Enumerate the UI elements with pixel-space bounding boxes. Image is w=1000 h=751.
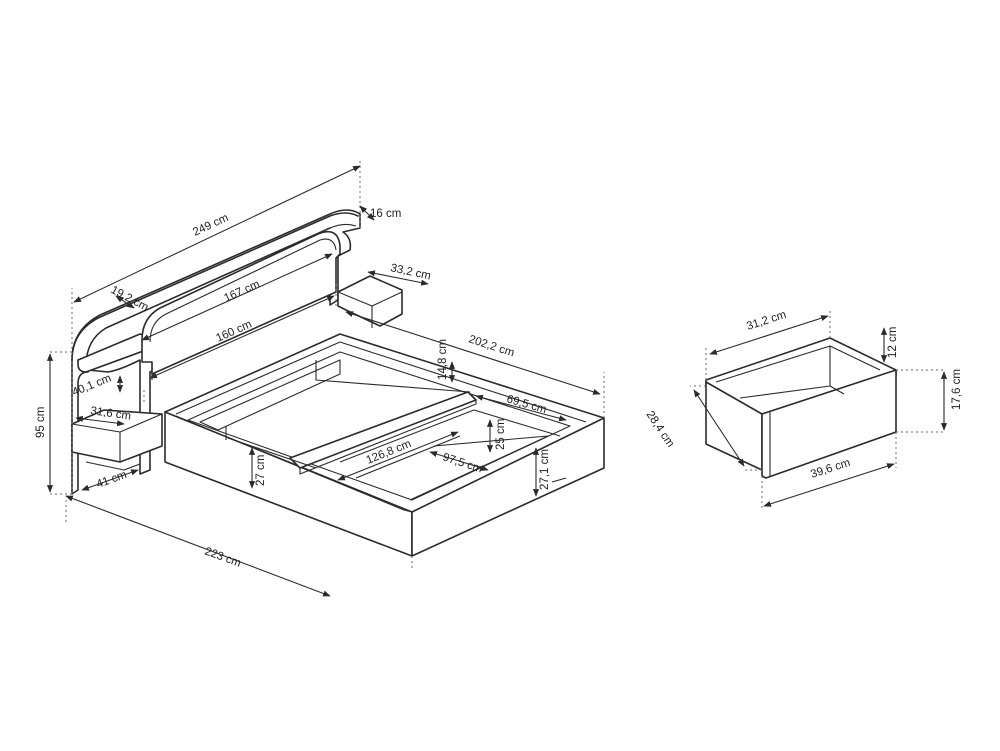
label-height-overall: 95 cm	[35, 407, 47, 438]
label-nightstand-width: 33,2 cm	[389, 262, 432, 282]
label-drawer-depth: 28,4 cm	[644, 409, 677, 450]
drawer-drawing	[705, 337, 897, 479]
label-width-overall: 249 cm	[191, 212, 230, 239]
label-nightstand-depth: 41 cm	[95, 469, 129, 491]
label-nightstand-height: 31,6 cm	[90, 405, 132, 423]
label-bed-length: 202,2 cm	[467, 333, 516, 359]
bed-drawing	[71, 209, 605, 557]
label-side-height: 27,1 cm	[539, 449, 551, 490]
dimension-lines	[46, 160, 948, 597]
label-drawer-inner-height: 12 cm	[887, 327, 899, 358]
label-drawer-front-height: 17,6 cm	[951, 369, 963, 410]
label-frame-half-width: 69,5 cm	[505, 393, 548, 416]
label-slat-recess: 14,8 cm	[437, 339, 449, 380]
label-inner-depth: 25 cm	[495, 419, 507, 450]
bed-frame	[164, 333, 605, 557]
label-depth-overall: 223 cm	[203, 546, 243, 570]
label-inner-width: 97,5 cm	[441, 451, 484, 475]
label-headboard-depth: 16 cm	[370, 208, 401, 220]
label-frame-height: 27 cm	[255, 455, 267, 486]
label-drawer-width-top: 31,2 cm	[745, 309, 788, 333]
